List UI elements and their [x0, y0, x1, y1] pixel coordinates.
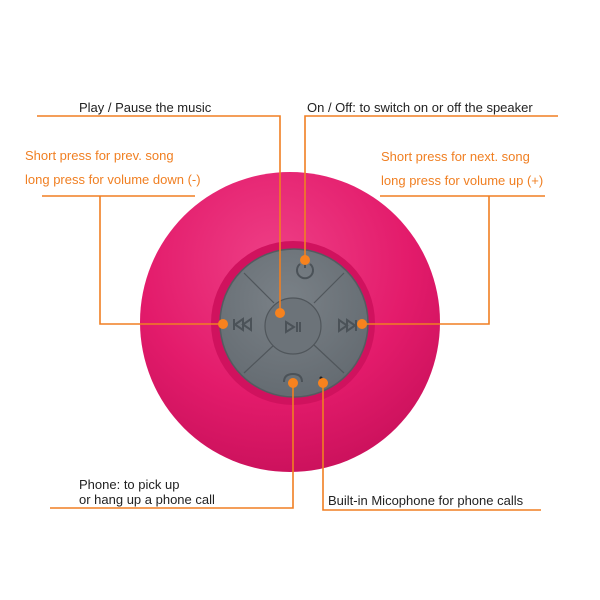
label-next-line1: Short press for next. song — [381, 149, 530, 164]
label-phone-line1: Phone: to pick up — [79, 477, 179, 492]
label-power: On / Off: to switch on or off the speake… — [307, 100, 533, 115]
next-icon[interactable] — [338, 318, 357, 333]
button-dividers — [243, 272, 345, 374]
callout-dots — [218, 255, 367, 388]
label-prev-line2: long press for volume down (-) — [25, 172, 201, 187]
next-leader — [362, 196, 490, 325]
label-prev-line1: Short press for prev. song — [25, 148, 174, 163]
label-play-pause: Play / Pause the music — [79, 100, 212, 115]
power-leader — [304, 115, 558, 260]
callout-lines — [37, 115, 558, 511]
play-pause-icon[interactable] — [285, 320, 301, 334]
play-pause-leader — [37, 115, 281, 313]
label-next-line2: long press for volume up (+) — [381, 173, 543, 188]
mic-leader — [322, 383, 541, 511]
label-phone-line2: or hang up a phone call — [79, 492, 215, 507]
speaker — [140, 172, 440, 472]
label-mic: Built-in Micophone for phone calls — [328, 493, 524, 508]
previous-icon[interactable] — [233, 317, 252, 332]
phone-leader — [50, 383, 294, 509]
phone-icon[interactable] — [283, 372, 303, 383]
prev-leader — [99, 196, 223, 325]
